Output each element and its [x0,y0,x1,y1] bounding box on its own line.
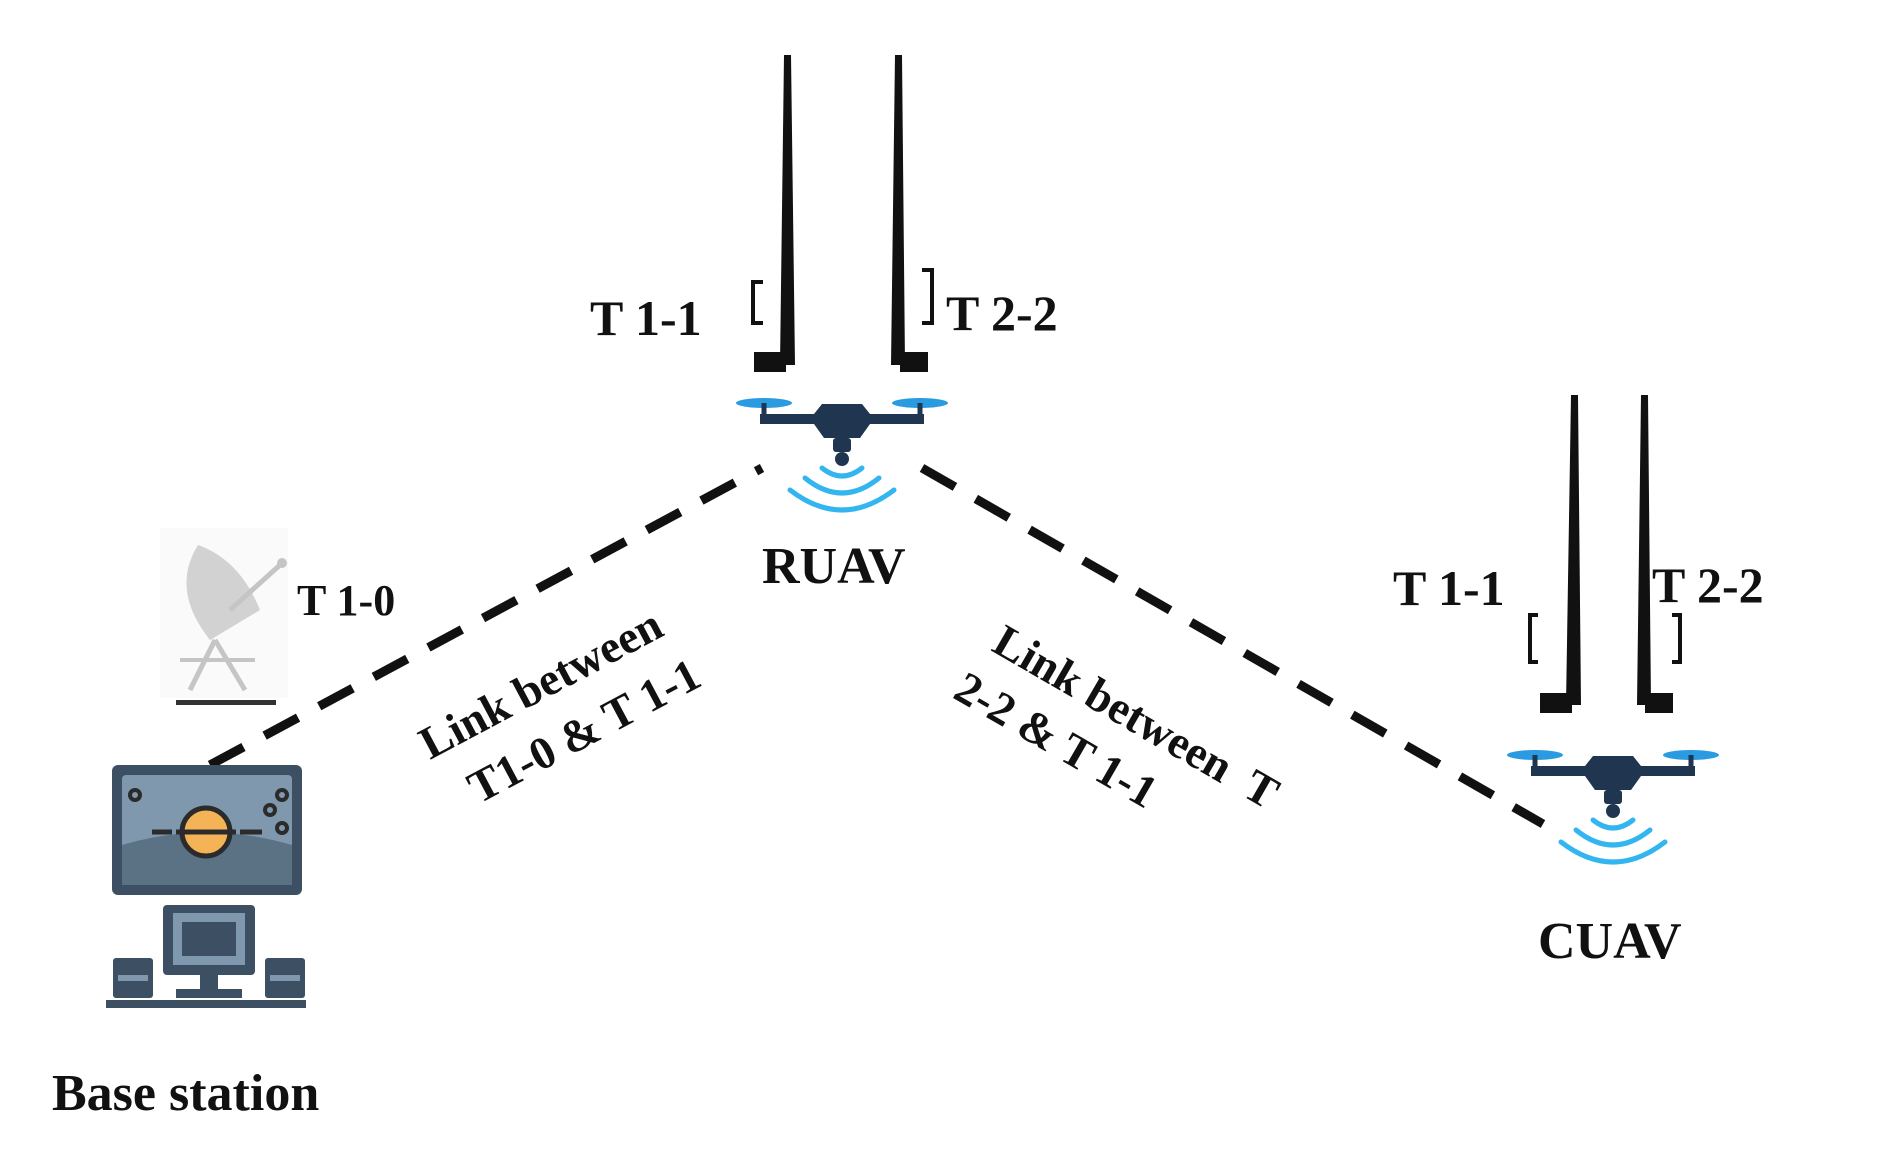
ruav-antenna-right-label: T 2-2 [946,285,1058,341]
satellite-dish-icon [160,528,288,698]
cuav-label: CUAV [1538,913,1682,970]
cuav-antenna-right [1637,395,1682,713]
satellite-base-bar [176,700,276,705]
link-base-to-ruav [207,464,765,769]
ruav-signal-icon [787,465,897,513]
ruav-antenna-left-label: T 1-1 [590,290,702,346]
cuav-antenna-left-label: T 1-1 [1393,560,1505,616]
cuav-signal-icon [1558,817,1668,865]
ruav-drone-icon [736,398,948,466]
link-label-ruav-cuav: Link between T 2-2 & T 1-1 [946,614,1287,818]
cuav-drone-icon [1507,750,1719,818]
base-station-computer-icon [106,905,306,1008]
cuav-antenna-left [1528,395,1581,713]
ruav-antenna-left [751,55,795,372]
ruav-antenna-right [891,55,934,372]
base-station-antenna-label: T 1-0 [297,576,395,625]
base-station-monitor-icon [112,765,302,895]
ruav-label: RUAV [762,538,906,595]
base-station-label: Base station [52,1065,319,1122]
cuav-antenna-right-label: T 2-2 [1652,557,1764,613]
